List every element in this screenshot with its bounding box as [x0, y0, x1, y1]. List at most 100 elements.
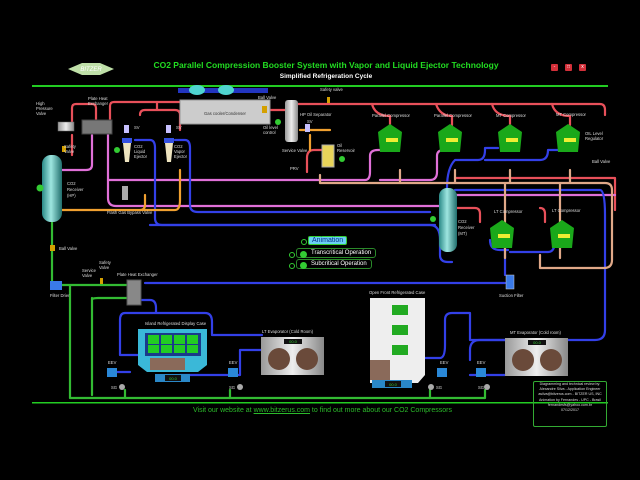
svg-text:LT Compressor: LT Compressor [552, 208, 581, 213]
svg-text:Parallel Compressor: Parallel Compressor [372, 113, 411, 118]
service-valve-bottom[interactable]: Service Valve [82, 268, 97, 278]
svg-text:Suction Filter: Suction Filter [499, 293, 524, 298]
svg-text:(HP): (HP) [67, 193, 76, 198]
flash-gas-bypass-valve[interactable]: Flash Gas Bypass Valve [107, 186, 153, 215]
oil-pipes [318, 168, 614, 270]
svg-text:CO2: CO2 [134, 144, 143, 149]
eev-valve-2[interactable]: EEV [228, 360, 238, 377]
website-link[interactable]: www.bitzerus.com [253, 407, 310, 414]
svg-text:Pressure: Pressure [36, 106, 53, 111]
svg-text:EEV: EEV [108, 360, 117, 365]
eev-valve-3[interactable]: EEV [437, 360, 449, 377]
eev-valve-4[interactable]: EEV [476, 360, 486, 377]
svg-text:EEV: EEV [440, 360, 449, 365]
svg-text:Vapor: Vapor [174, 149, 185, 154]
svg-text:Service: Service [82, 268, 97, 273]
svg-text:CO2: CO2 [174, 144, 183, 149]
eev-valve-1[interactable]: EEV [107, 360, 117, 377]
svg-text:Ball Valve: Ball Valve [258, 95, 277, 100]
liquid-pipes [60, 128, 332, 212]
svg-text:Liquid: Liquid [134, 149, 146, 154]
svg-text:Safety: Safety [64, 144, 77, 149]
svg-text:Parallel Compressor: Parallel Compressor [434, 113, 473, 118]
liquid-line-pipes [50, 220, 487, 400]
svg-text:SV: SV [134, 125, 140, 130]
subcritical-operation-button[interactable]: Subcritical Operation [296, 259, 372, 269]
transcritical-label: Transcritical Operation [311, 250, 372, 256]
svg-text:Receiver: Receiver [67, 187, 84, 192]
svg-text:Receiver: Receiver [458, 225, 475, 230]
svg-text:00.0: 00.0 [389, 382, 398, 387]
filter-drier: Filter Drier [50, 281, 70, 298]
ball-valve-top[interactable]: Ball Valve [258, 95, 277, 113]
svg-text:SV: SV [307, 119, 313, 124]
co2-receiver-mt: CO2 Receiver (MT) [430, 188, 475, 252]
svg-text:HP Oil Separator: HP Oil Separator [300, 112, 332, 117]
svg-text:SV: SV [176, 125, 182, 130]
subcritical-radio[interactable] [289, 263, 295, 269]
lt-compressor-2: LT Compressor [550, 208, 581, 248]
svg-text:00.0: 00.0 [533, 340, 542, 345]
svg-text:Exchanger: Exchanger [88, 101, 109, 106]
svg-text:EEV: EEV [477, 360, 486, 365]
ball-valve-left[interactable]: Ball Valve [50, 245, 78, 251]
safety-valve-bottom[interactable]: Safety Valve [99, 260, 112, 284]
status-dot-icon [300, 261, 307, 269]
oil-reservoir: Oil Reservoir [321, 143, 356, 168]
animation-radio[interactable] [301, 239, 307, 245]
close-button[interactable]: x [579, 64, 586, 71]
mt-evaporator: MT Evaporator (Cold room) 00.0 [505, 330, 568, 376]
svg-text:OIL Level: OIL Level [585, 131, 603, 136]
high-pressure-valve[interactable]: High Pressure Valve [36, 101, 75, 132]
svg-text:Filter Drier: Filter Drier [50, 293, 70, 298]
svg-text:SG: SG [478, 385, 484, 390]
mt-compressor-1: MT Compressor [496, 113, 527, 152]
svg-text:Oil: Oil [337, 143, 342, 148]
safety-valve-left[interactable]: Safety Valve [62, 144, 77, 154]
svg-text:Valve: Valve [36, 111, 47, 116]
plate-heat-exchanger-top: Plate Heat Exchanger [81, 96, 113, 135]
svg-text:00.0: 00.0 [169, 376, 178, 381]
svg-text:Gas cooler/Condenser: Gas cooler/Condenser [204, 111, 247, 116]
svg-text:Service Valve: Service Valve [282, 148, 308, 153]
svg-text:Safety valve: Safety valve [320, 87, 343, 92]
svg-text:Island Refrigerated Display Ca: Island Refrigerated Display Case [145, 321, 207, 326]
svg-text:SG: SG [111, 385, 117, 390]
svg-text:CO2: CO2 [458, 219, 467, 224]
footer-divider [32, 402, 608, 404]
transcritical-radio[interactable] [289, 252, 295, 258]
sight-glass-4: SG [478, 384, 490, 390]
svg-text:Ball Valve: Ball Valve [59, 246, 78, 251]
credits-box: Diagramming and technical review by:Alex… [533, 381, 607, 427]
svg-text:Oil level: Oil level [263, 125, 278, 130]
svg-text:Safety: Safety [99, 260, 112, 265]
page-title: CO2 Parallel Compression Booster System … [153, 60, 498, 70]
safety-valve-top[interactable]: Safety valve [320, 87, 343, 103]
open-front-case: Open Front Refrigerated Case 00.0 [369, 290, 426, 388]
svg-text:High: High [36, 101, 45, 106]
sight-glass-3: SG [428, 384, 442, 390]
hp-oil-separator: HP Oil Separator Oil level control SV Se… [263, 100, 332, 171]
parallel-compressor-1: Parallel Compressor [372, 113, 411, 152]
parallel-compressor-2: Parallel Compressor [434, 113, 473, 152]
svg-text:Valve: Valve [99, 265, 110, 270]
maximize-button[interactable]: □ [565, 64, 572, 71]
svg-text:Ejector: Ejector [134, 154, 148, 159]
bitzer-logo: BITZER [68, 63, 114, 75]
mt-compressor-2: MT Compressor OIL Level Regulator Ball V… [556, 112, 611, 164]
svg-text:SG: SG [436, 385, 442, 390]
transcritical-operation-button[interactable]: Transcritical Operation [296, 248, 377, 258]
svg-text:(MT): (MT) [458, 231, 467, 236]
svg-text:LT Evaporator (Cold Room): LT Evaporator (Cold Room) [262, 329, 314, 334]
animation-button[interactable]: Animation [308, 236, 348, 245]
sight-glass-2: SG [229, 384, 243, 390]
status-dot-icon [300, 250, 307, 258]
minimize-button[interactable]: - [551, 64, 558, 71]
svg-text:control: control [263, 130, 276, 135]
co2-liquid-ejector: SV CO2 Liquid Ejector [114, 125, 148, 162]
svg-text:SG: SG [229, 385, 235, 390]
svg-text:Reservoir: Reservoir [337, 148, 356, 153]
suction-filter: Suction Filter [499, 274, 524, 298]
svg-text:Flash Gas Bypass Valve: Flash Gas Bypass Valve [107, 210, 153, 215]
